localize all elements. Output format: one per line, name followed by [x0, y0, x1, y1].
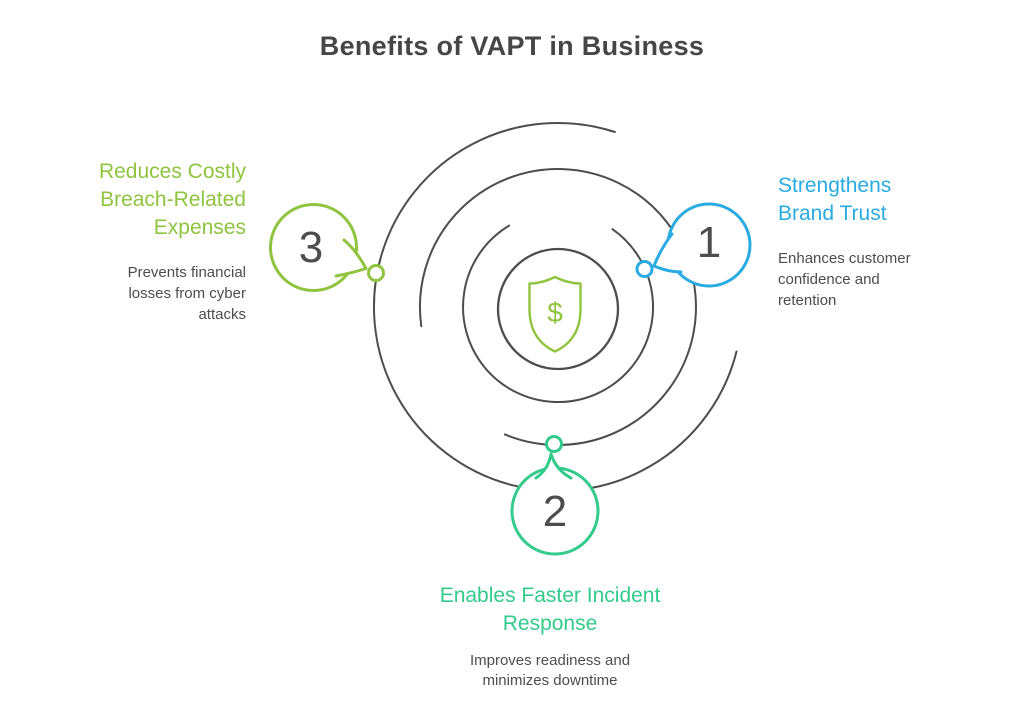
- spiral-arc-middle: [418, 168, 697, 446]
- bubble-2-number: 2: [542, 487, 568, 536]
- spiral-arcs: [372, 121, 738, 492]
- marker-dot-3: [367, 264, 385, 282]
- callout-bubble-2: [510, 452, 600, 556]
- spiral-arc-inner: [462, 224, 654, 404]
- shield-icon: [528, 275, 582, 353]
- benefit-2-block: Enables Faster Incident Response Improve…: [410, 582, 690, 691]
- callout-bubble-3: [269, 203, 368, 292]
- spiral-arc-outer: [372, 121, 738, 492]
- page-title: Benefits of VAPT in Business: [319, 31, 705, 61]
- bubble-3-tail: [334, 238, 368, 278]
- marker-dot-1: [635, 260, 654, 278]
- bubble-1-tail: [652, 232, 683, 274]
- benefit-3-heading: Reduces Costly Breach-Related Expenses: [98, 160, 246, 239]
- benefit-2-heading: Enables Faster Incident Response: [439, 584, 661, 635]
- benefit-3-block: Reduces Costly Breach-Related Expenses P…: [76, 158, 246, 325]
- benefit-1-description: Enhances customer confidence and retenti…: [778, 250, 911, 309]
- benefit-3-description: Prevents financial losses from cyber att…: [127, 264, 246, 323]
- center-circle: [496, 247, 620, 371]
- benefit-1-block: Strengthens Brand Trust Enhances custome…: [778, 172, 948, 311]
- benefit-1-heading: Strengthens Brand Trust: [778, 174, 892, 225]
- callout-bubble-1: [652, 202, 752, 288]
- bubble-3-circle: [269, 203, 358, 292]
- benefit-2-description: Improves readiness and minimizes downtim…: [469, 652, 631, 689]
- dollar-icon: $: [547, 297, 563, 328]
- marker-dot-2: [545, 435, 563, 453]
- bubble-1-number: 1: [696, 218, 722, 267]
- bubble-3-number: 3: [298, 223, 324, 272]
- bubble-2-tail: [534, 452, 573, 480]
